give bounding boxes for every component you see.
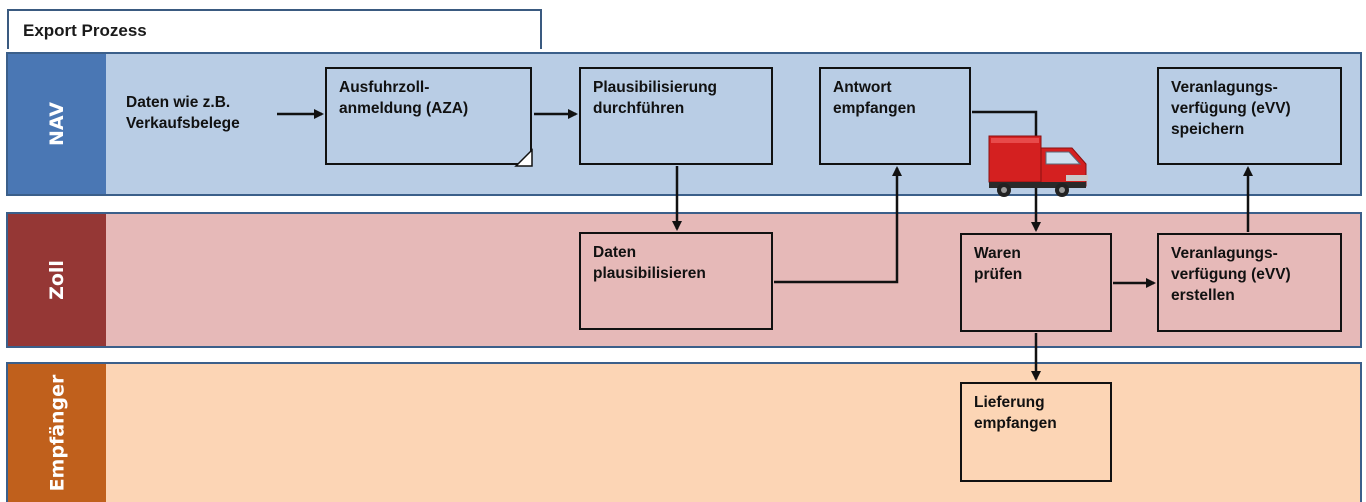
diagram-title: Export Prozess bbox=[23, 21, 147, 40]
lane-nav: NAV bbox=[6, 52, 1362, 196]
lane-empfaenger: Empfänger bbox=[6, 362, 1362, 502]
diagram-title-tab: Export Prozess bbox=[7, 9, 542, 49]
arrow-daten-to-antwort bbox=[774, 166, 902, 284]
node-plausibilisierung: Plausibilisierung durchführen bbox=[579, 67, 773, 165]
node-evv-speichern: Veranlagungs- verfügung (eVV) speichern bbox=[1157, 67, 1342, 165]
lane-empfaenger-label: Empfänger bbox=[8, 364, 106, 502]
lane-nav-label: NAV bbox=[8, 54, 106, 194]
node-antwort-empfangen: Antwort empfangen bbox=[819, 67, 971, 165]
arrow-antwort-to-waren bbox=[972, 110, 1041, 232]
lane-zoll: Zoll bbox=[6, 212, 1362, 348]
document-fold-icon bbox=[514, 148, 533, 167]
truck-icon bbox=[988, 135, 1088, 197]
node-evv-erstellen: Veranlagungs- verfügung (eVV) erstellen bbox=[1157, 233, 1342, 332]
node-aza-document: Ausfuhrzoll- anmeldung (AZA) bbox=[325, 67, 532, 165]
lane-zoll-label: Zoll bbox=[8, 214, 106, 346]
node-daten-plausibilisieren: Daten plausibilisieren bbox=[579, 232, 773, 330]
node-waren-pruefen: Waren prüfen bbox=[960, 233, 1112, 332]
node-lieferung-empfangen: Lieferung empfangen bbox=[960, 382, 1112, 482]
node-source-text: Daten wie z.B. Verkaufsbelege bbox=[126, 94, 240, 132]
